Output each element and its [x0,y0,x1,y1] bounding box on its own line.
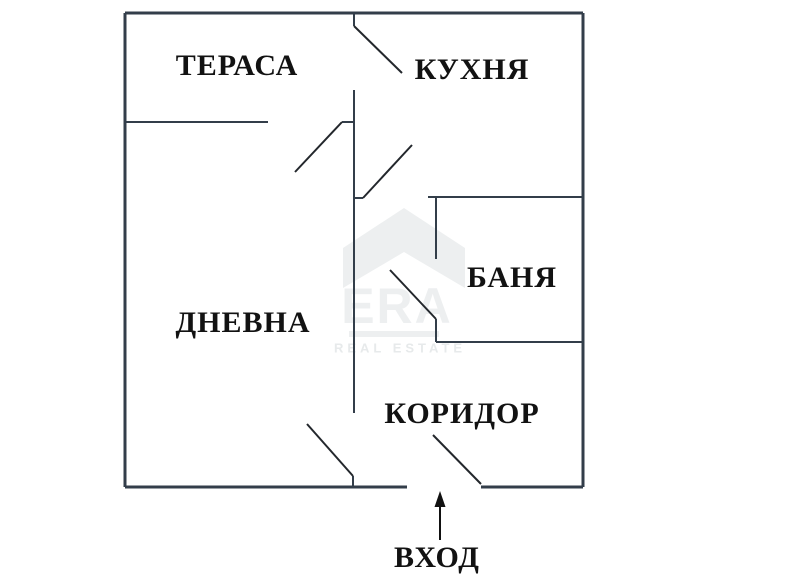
entrance-label: ВХОД [394,541,480,574]
door-bathroom-leaf [389,269,437,320]
room-label-living: ДНЕВНА [175,306,311,339]
room-label-corridor: КОРИДОР [384,397,540,430]
door-hall-leaf [362,144,413,199]
door-terrace-leaf [294,121,343,173]
room-label-kitchen: КУХНЯ [414,53,530,86]
door-living-leaf [306,423,354,477]
room-label-bathroom: БАНЯ [466,261,558,294]
entrance-arrow-head [434,491,446,507]
door-kitchen-leaf [353,25,403,74]
room-label-terrace: ТЕРАСА [175,49,299,82]
door-entrance-leaf [432,434,482,485]
